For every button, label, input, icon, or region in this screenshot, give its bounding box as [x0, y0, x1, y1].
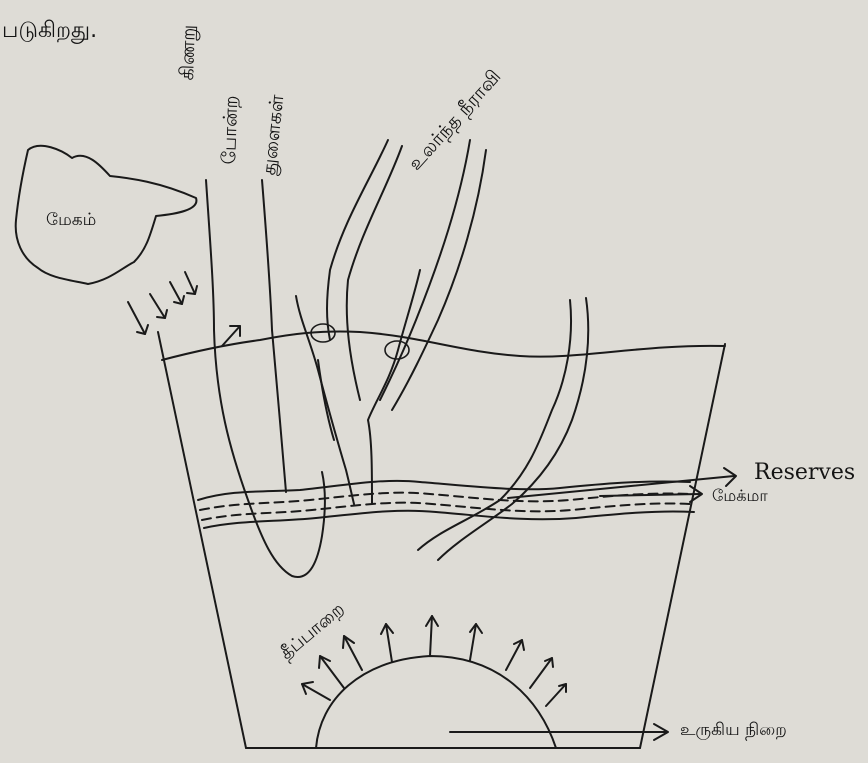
reservoir-dash-2	[202, 503, 690, 520]
caption-fragment: படுகிறது.	[2, 18, 97, 46]
reserves-label: Reserves	[754, 460, 855, 485]
container-wall-left	[158, 332, 246, 748]
well-holes-label-line1: கிணறு	[176, 24, 203, 80]
rain-arrows	[128, 272, 197, 334]
cloud-shape	[16, 146, 197, 284]
molten-rock-pointer	[450, 724, 668, 740]
well-holes-label-line2: போன்ற	[218, 95, 245, 165]
cap-rock-label: மேக்மா	[712, 486, 768, 507]
ground-surface	[162, 331, 725, 360]
molten-rock-label: உருகிய நிறை	[680, 720, 787, 742]
reservoir-top	[198, 481, 690, 500]
cloud-label: மேகம்	[46, 210, 96, 232]
container-wall-right	[640, 344, 725, 748]
steam-channel-right-branch	[380, 140, 470, 400]
steam-channel-right-branch-inner	[392, 150, 486, 410]
fracture-right-inner	[438, 298, 588, 560]
steam-channel-trunk-right	[368, 270, 420, 504]
magma-dome	[316, 656, 556, 748]
well-bore	[206, 180, 325, 577]
steam-channel-left-branch	[327, 140, 388, 340]
